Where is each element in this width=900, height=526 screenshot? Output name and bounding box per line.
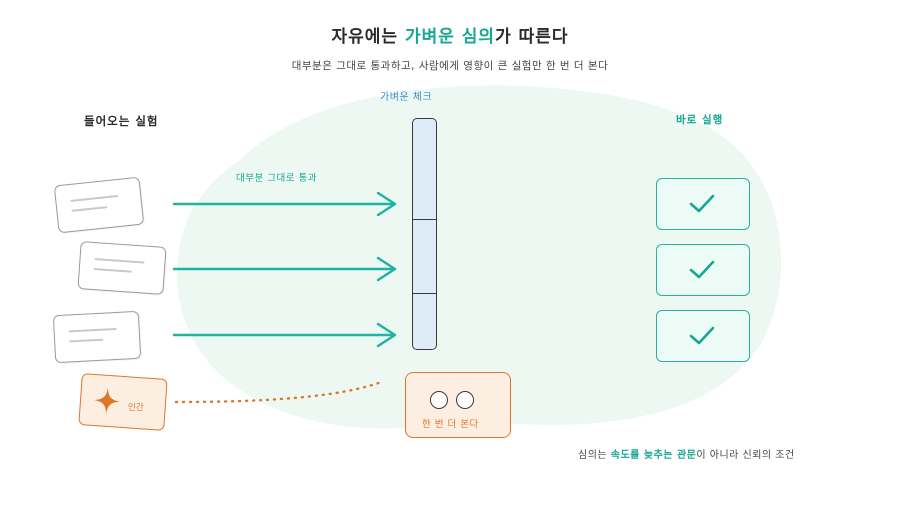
check-icon bbox=[689, 260, 715, 279]
incoming-label: 들어오는 실험 bbox=[84, 114, 159, 128]
page-title: 자유에는 가벼운 심의가 따른다 bbox=[0, 22, 900, 47]
tube-divider bbox=[413, 293, 436, 294]
blob-shape bbox=[177, 85, 782, 429]
arrow-head-3 bbox=[376, 322, 397, 348]
arrow-head-1 bbox=[376, 191, 397, 217]
page-subtitle: 대부분은 그대로 통과하고, 사람에게 영향이 큰 실험만 한 번 더 본다 bbox=[291, 60, 609, 72]
eye-icon-right bbox=[456, 391, 474, 409]
footnote-part2: 이 아니라 신뢰의 조건 bbox=[696, 450, 795, 461]
second-look-box bbox=[405, 372, 511, 438]
check-icon bbox=[689, 194, 715, 213]
run-now-box-2 bbox=[656, 244, 750, 296]
light-check-label: 가벼운 체크 bbox=[380, 92, 433, 103]
human-experiment-card bbox=[78, 373, 168, 431]
tube-divider bbox=[413, 219, 436, 220]
star-icon bbox=[94, 387, 121, 414]
footnote-highlight: 속도를 늦추는 관문 bbox=[610, 450, 697, 461]
light-check-tube bbox=[412, 118, 437, 350]
human-label: 인간 bbox=[128, 403, 144, 413]
footnote: 심의는 속도를 늦추는 관문이 아니라 신뢰의 조건 bbox=[578, 446, 795, 461]
check-icon bbox=[689, 326, 715, 345]
run-now-box-1 bbox=[656, 178, 750, 230]
second-look-label: 한 번 더 본다 bbox=[422, 419, 479, 430]
title-highlight: 가벼운 심의 bbox=[404, 27, 496, 47]
footnote-part1: 심의는 bbox=[578, 450, 611, 461]
dotted-path-to-review bbox=[174, 379, 386, 404]
run-now-box-3 bbox=[656, 310, 750, 362]
pass-through-label: 대부분 그대로 통과 bbox=[236, 173, 317, 184]
eye-icon-left bbox=[430, 391, 448, 409]
title-part1: 자유에는 bbox=[331, 27, 405, 47]
run-now-label: 바로 실행 bbox=[676, 114, 724, 126]
arrow-head-2 bbox=[376, 256, 397, 282]
title-part2: 가 따른다 bbox=[495, 27, 569, 47]
